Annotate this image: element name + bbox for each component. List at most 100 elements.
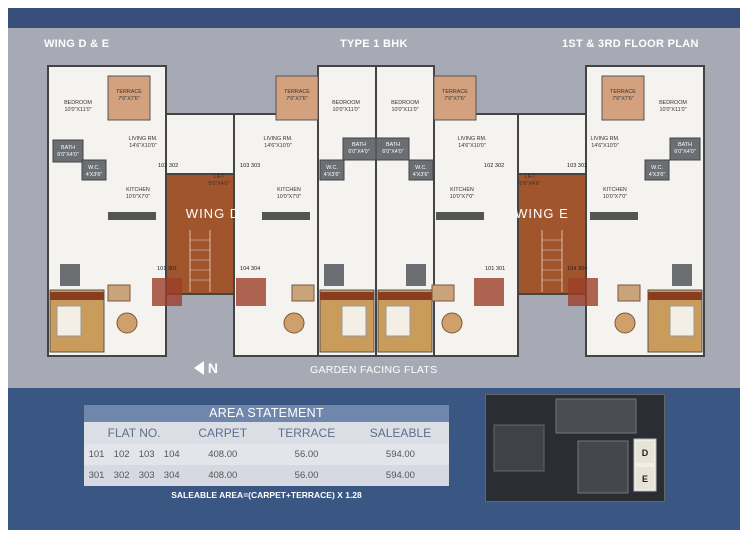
- saleable-cell: 594.00: [351, 465, 449, 486]
- terrace-dim: 7'6"X7'6": [286, 96, 308, 102]
- kitchen-label: KITCHEN: [450, 187, 474, 193]
- living-dim: 14'6"X10'0": [591, 143, 619, 149]
- kitchen-dim: 10'0"X7'0": [126, 194, 151, 200]
- flat-cell: 301: [84, 465, 110, 486]
- area-statement: AREA STATEMENT FLAT NO. CARPET TERRACE S…: [84, 405, 449, 486]
- bedroom-label: BEDROOM: [391, 100, 419, 106]
- building-footprint: [47, 65, 705, 357]
- lift-dim: 5'6"X4'6": [519, 181, 541, 187]
- top-band: [8, 8, 740, 28]
- header-flat-no: FLAT NO.: [107, 426, 161, 440]
- key-plan-d-label: D: [642, 448, 649, 458]
- bath-label: BATH: [352, 142, 366, 148]
- terrace-label: TERRACE: [610, 89, 636, 95]
- garden-caption: GARDEN FACING FLATS: [310, 364, 438, 376]
- saleable-cell: 594.00: [351, 444, 449, 465]
- wc-label: W.C.: [88, 165, 100, 171]
- header-terrace: TERRACE: [277, 426, 336, 440]
- living-label: LIVING RM.: [263, 136, 292, 142]
- table-row: 101 102 103 104 408.00 56.00 594.00: [84, 444, 449, 465]
- flat-numbers: 102 302 103 303 101 301 104 304 102 302 …: [157, 163, 587, 272]
- flat-cell: 303: [134, 465, 160, 486]
- flat-number: 101 301: [485, 266, 505, 272]
- flat-cell: 101: [84, 444, 110, 465]
- bedroom-dim: 10'0"X11'0": [391, 107, 418, 113]
- flat-number: 103 303: [240, 163, 260, 169]
- terrace-cell: 56.00: [261, 444, 352, 465]
- header-carpet: CARPET: [198, 426, 248, 440]
- table-row: 301 302 303 304 408.00 56.00 594.00: [84, 465, 449, 486]
- table-header-row: FLAT NO. CARPET TERRACE SALEABLE: [84, 422, 449, 444]
- flat-number: 104 304: [240, 266, 260, 272]
- bath-dim: 6'0"X4'0": [674, 149, 696, 155]
- wc-dim: 4'X3'6": [413, 172, 430, 178]
- carpet-cell: 408.00: [184, 444, 262, 465]
- wc-dim: 4'X3'6": [649, 172, 666, 178]
- bath-label: BATH: [386, 142, 400, 148]
- terrace-cell: 56.00: [261, 465, 352, 486]
- type-title: TYPE 1 BHK: [340, 38, 408, 50]
- living-dim: 14'6"X10'0": [264, 143, 292, 149]
- kitchen-dim: 10'0"X7'0": [603, 194, 628, 200]
- saleable-formula: SALEABLE AREA=(CARPET+TERRACE) X 1.28: [171, 490, 362, 500]
- lift-dim: 5'6"X4'6": [208, 181, 230, 187]
- north-arrow-icon: [194, 361, 204, 375]
- flat-number: 104 304: [567, 266, 587, 272]
- bath-label: BATH: [61, 145, 75, 151]
- flat-cell: 103: [134, 444, 160, 465]
- terrace-dim: 7'6"X7'6": [444, 96, 466, 102]
- kitchen-label: KITCHEN: [126, 187, 150, 193]
- flat-cell: 104: [159, 444, 185, 465]
- area-statement-title: AREA STATEMENT: [84, 405, 449, 422]
- bath-dim: 6'0"X4'0": [57, 152, 79, 158]
- lift-label: LIFT: [213, 174, 225, 180]
- bedroom-dim: 10'0"X11'0": [332, 107, 359, 113]
- kitchen-dim: 10'0"X7'0": [450, 194, 475, 200]
- living-label: LIVING RM.: [590, 136, 619, 142]
- bath-dim: 6'0"X4'0": [382, 149, 404, 155]
- flat-number: 101 301: [157, 266, 177, 272]
- key-plan-e-label: E: [642, 474, 648, 484]
- terrace-label: TERRACE: [284, 89, 310, 95]
- terrace-dim: 7'6"X7'6": [118, 96, 140, 102]
- bedroom-label: BEDROOM: [332, 100, 360, 106]
- bath-dim: 6'0"X4'0": [348, 149, 370, 155]
- flat-number: 102 302: [484, 163, 504, 169]
- kitchen-dim: 10'0"X7'0": [277, 194, 302, 200]
- kitchen-label: KITCHEN: [277, 187, 301, 193]
- wc-label: W.C.: [415, 165, 427, 171]
- wc-label: W.C.: [651, 165, 663, 171]
- header-saleable: SALEABLE: [369, 426, 432, 440]
- north-label: N: [207, 360, 219, 376]
- wing-e-label: WING E: [515, 206, 569, 221]
- flat-cell: 304: [159, 465, 185, 486]
- wing-title: WING D & E: [44, 38, 110, 50]
- terrace-label: TERRACE: [442, 89, 468, 95]
- flat-number: 103 303: [567, 163, 587, 169]
- bedroom-dim: 10'0"X11'0": [64, 107, 91, 113]
- carpet-cell: 408.00: [184, 465, 262, 486]
- living-dim: 14'6"X10'0": [458, 143, 486, 149]
- living-dim: 14'6"X10'0": [129, 143, 157, 149]
- living-label: LIVING RM.: [128, 136, 157, 142]
- wing-d-label: WING D: [186, 206, 240, 221]
- lift-label: LIFT: [524, 174, 536, 180]
- area-table: FLAT NO. CARPET TERRACE SALEABLE 101 102…: [84, 422, 449, 486]
- room-labels: BEDROOM 10'0"X11'0" TERRACE 7'6"X7'6" LI…: [57, 89, 696, 200]
- kitchen-label: KITCHEN: [603, 187, 627, 193]
- terrace-dim: 7'6"X7'6": [612, 96, 634, 102]
- bath-label: BATH: [678, 142, 692, 148]
- flat-number: 102 302: [158, 163, 178, 169]
- living-label: LIVING RM.: [457, 136, 486, 142]
- flat-cell: 302: [109, 465, 135, 486]
- floor-title: 1ST & 3RD FLOOR PLAN: [562, 38, 699, 50]
- terrace-label: TERRACE: [116, 89, 142, 95]
- wc-dim: 4'X3'6": [324, 172, 341, 178]
- wc-dim: 4'X3'6": [86, 172, 103, 178]
- bedroom-label: BEDROOM: [659, 100, 687, 106]
- north-indicator: N: [194, 360, 218, 376]
- key-plan-image: D E: [485, 394, 665, 502]
- key-plan-drawing: D E: [486, 395, 664, 501]
- bedroom-label: BEDROOM: [64, 100, 92, 106]
